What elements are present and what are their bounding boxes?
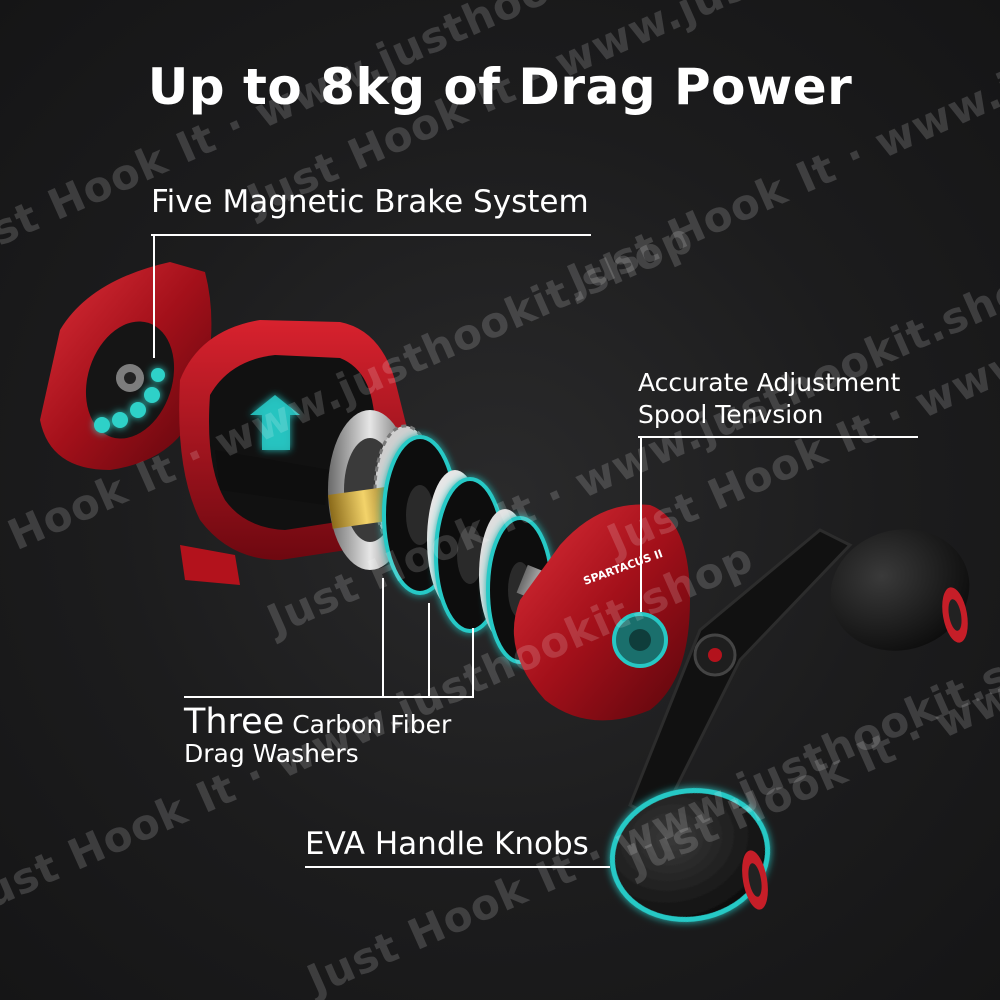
eva-handle-knobs-label: EVA Handle Knobs	[305, 826, 589, 862]
drag-washers-label: Three Carbon Fiber Drag Washers	[184, 704, 451, 767]
washers-count-word: Three	[184, 702, 285, 742]
adjustment-label-line2: Spool Tenvsion	[638, 400, 824, 429]
page-title: Up to 8kg of Drag Power	[147, 58, 853, 116]
right-side-plate: SPARTACUS II	[513, 504, 690, 721]
washer-leader-2	[428, 603, 430, 696]
upper-handle-knob	[830, 529, 970, 651]
adjustment-callout-underline	[638, 436, 918, 438]
magnetic-callout-underline	[151, 234, 591, 236]
adjustment-label: Accurate Adjustment Spool Tenvsion	[638, 367, 900, 431]
magnetic-brake-dots	[94, 368, 165, 433]
washers-callout-underline	[184, 696, 474, 698]
washer-leader-1	[382, 578, 384, 696]
drag-washers-label-line1: Three Carbon Fiber	[184, 704, 451, 741]
magnetic-callout-leader	[153, 234, 155, 358]
magnetic-brake-label: Five Magnetic Brake System	[151, 184, 589, 220]
adjustment-callout-leader	[640, 436, 642, 612]
lower-handle-knob	[609, 788, 771, 922]
washers-material: Carbon Fiber	[284, 710, 452, 739]
adjustment-label-line1: Accurate Adjustment	[638, 368, 901, 397]
washer-leader-3	[472, 628, 474, 696]
left-side-cover	[40, 262, 212, 470]
handle-arm	[628, 528, 853, 823]
eva-callout-underline	[305, 866, 610, 868]
drag-washers-label-line2: Drag Washers	[184, 738, 359, 768]
